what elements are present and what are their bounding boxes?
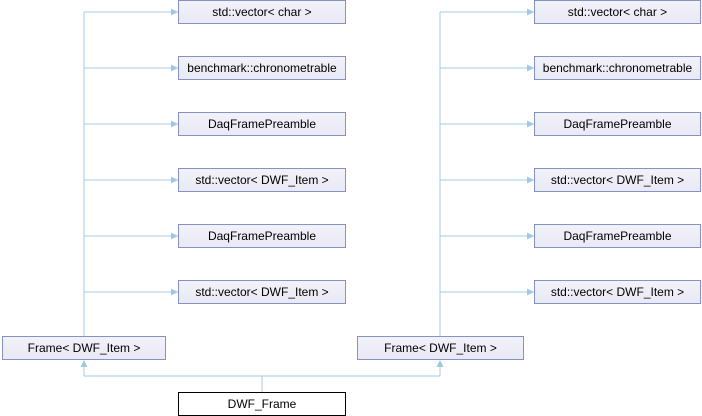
node-label: std::vector< char > [212,5,312,19]
member-arrow-left-icon [171,288,178,296]
inheritance-arrow-left-icon [80,360,88,367]
node-box[interactable]: benchmark::chronometrable [534,56,701,80]
node-box[interactable]: std::vector< DWF_Item > [178,168,346,192]
member-arrow-left-icon [171,232,178,240]
node-box[interactable]: DaqFramePreamble [178,224,346,248]
node-label: DaqFramePreamble [207,229,317,243]
member-arrow-right-icon [527,176,534,184]
node-label: Frame< DWF_Item > [384,341,497,355]
node-label: std::vector< DWF_Item > [550,285,685,299]
node-label: benchmark::chronometrable [542,61,693,75]
inheritance-arrow-right-icon [436,360,444,367]
node-box[interactable]: DaqFramePreamble [178,112,346,136]
node-box[interactable]: std::vector< DWF_Item > [178,280,346,304]
node-label: benchmark::chronometrable [187,61,337,75]
node-label: std::vector< char > [567,5,668,19]
node-box[interactable]: std::vector< DWF_Item > [534,280,701,304]
member-arrow-right-icon [527,64,534,72]
member-arrow-right-icon [527,232,534,240]
node-label: std::vector< DWF_Item > [195,173,329,187]
member-arrow-right-icon [527,120,534,128]
node-label: std::vector< DWF_Item > [195,285,329,299]
member-arrow-left-icon [171,8,178,16]
node-label: DaqFramePreamble [563,229,672,243]
node-box[interactable]: Frame< DWF_Item > [357,336,524,360]
node-label: std::vector< DWF_Item > [550,173,685,187]
member-arrow-right-icon [527,288,534,296]
node-label: DaqFramePreamble [563,117,672,131]
node-label: DaqFramePreamble [207,117,317,131]
node-box[interactable]: benchmark::chronometrable [178,56,346,80]
node-box[interactable]: std::vector< char > [534,0,701,24]
node-box[interactable]: Frame< DWF_Item > [2,336,166,360]
node-box[interactable]: std::vector< char > [178,0,346,24]
node-box[interactable]: DaqFramePreamble [534,224,701,248]
node-label: Frame< DWF_Item > [27,341,141,355]
member-arrow-right-icon [527,8,534,16]
node-box[interactable]: DaqFramePreamble [534,112,701,136]
member-arrow-left-icon [171,176,178,184]
member-arrow-left-icon [171,120,178,128]
node-label: DWF_Frame [227,397,297,411]
node-box[interactable]: std::vector< DWF_Item > [534,168,701,192]
member-arrow-left-icon [171,64,178,72]
node-current[interactable]: DWF_Frame [178,392,346,416]
